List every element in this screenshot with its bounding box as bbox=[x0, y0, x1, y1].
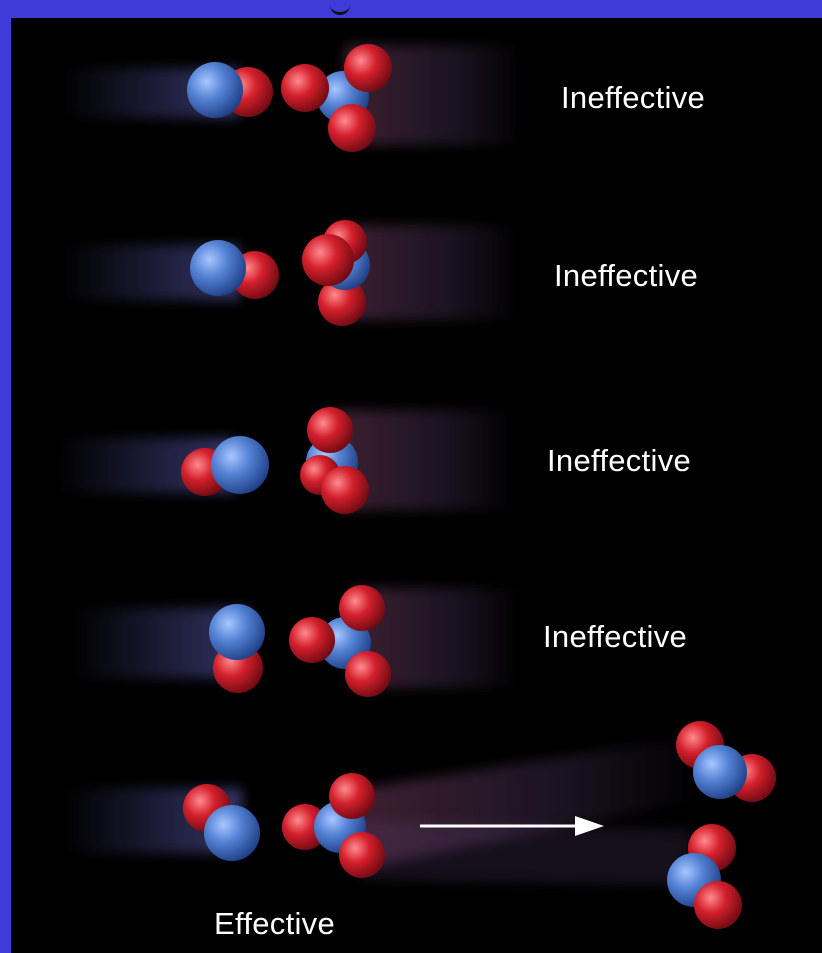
collision-row-5 bbox=[62, 721, 776, 929]
collision-row-1 bbox=[60, 44, 525, 152]
row-2-label: Ineffective bbox=[554, 258, 699, 293]
no3-molecule-3 bbox=[300, 407, 369, 514]
collision-row-3 bbox=[55, 407, 515, 514]
reaction-arrow bbox=[420, 816, 604, 836]
product-molecule-bottom bbox=[667, 824, 742, 929]
no3-molecule-4 bbox=[289, 585, 391, 697]
no-molecule-1 bbox=[187, 62, 273, 118]
no-molecule-2 bbox=[190, 240, 279, 299]
collision-row-4 bbox=[70, 585, 520, 697]
product-molecule-top bbox=[676, 721, 776, 802]
collision-row-2 bbox=[60, 220, 520, 326]
no-molecule-3 bbox=[181, 436, 269, 496]
no3-molecule-5 bbox=[282, 773, 385, 878]
no3-molecule-1 bbox=[281, 44, 392, 152]
title-fragment bbox=[330, 0, 350, 15]
no-molecule-5 bbox=[183, 784, 260, 861]
row-3-label: Ineffective bbox=[547, 443, 692, 478]
row-5-label: Effective bbox=[214, 906, 336, 941]
row-4-label: Ineffective bbox=[543, 619, 688, 654]
no-molecule-4 bbox=[209, 604, 265, 693]
no3-molecule-2 bbox=[302, 220, 370, 326]
row-1-label: Ineffective bbox=[561, 80, 706, 115]
